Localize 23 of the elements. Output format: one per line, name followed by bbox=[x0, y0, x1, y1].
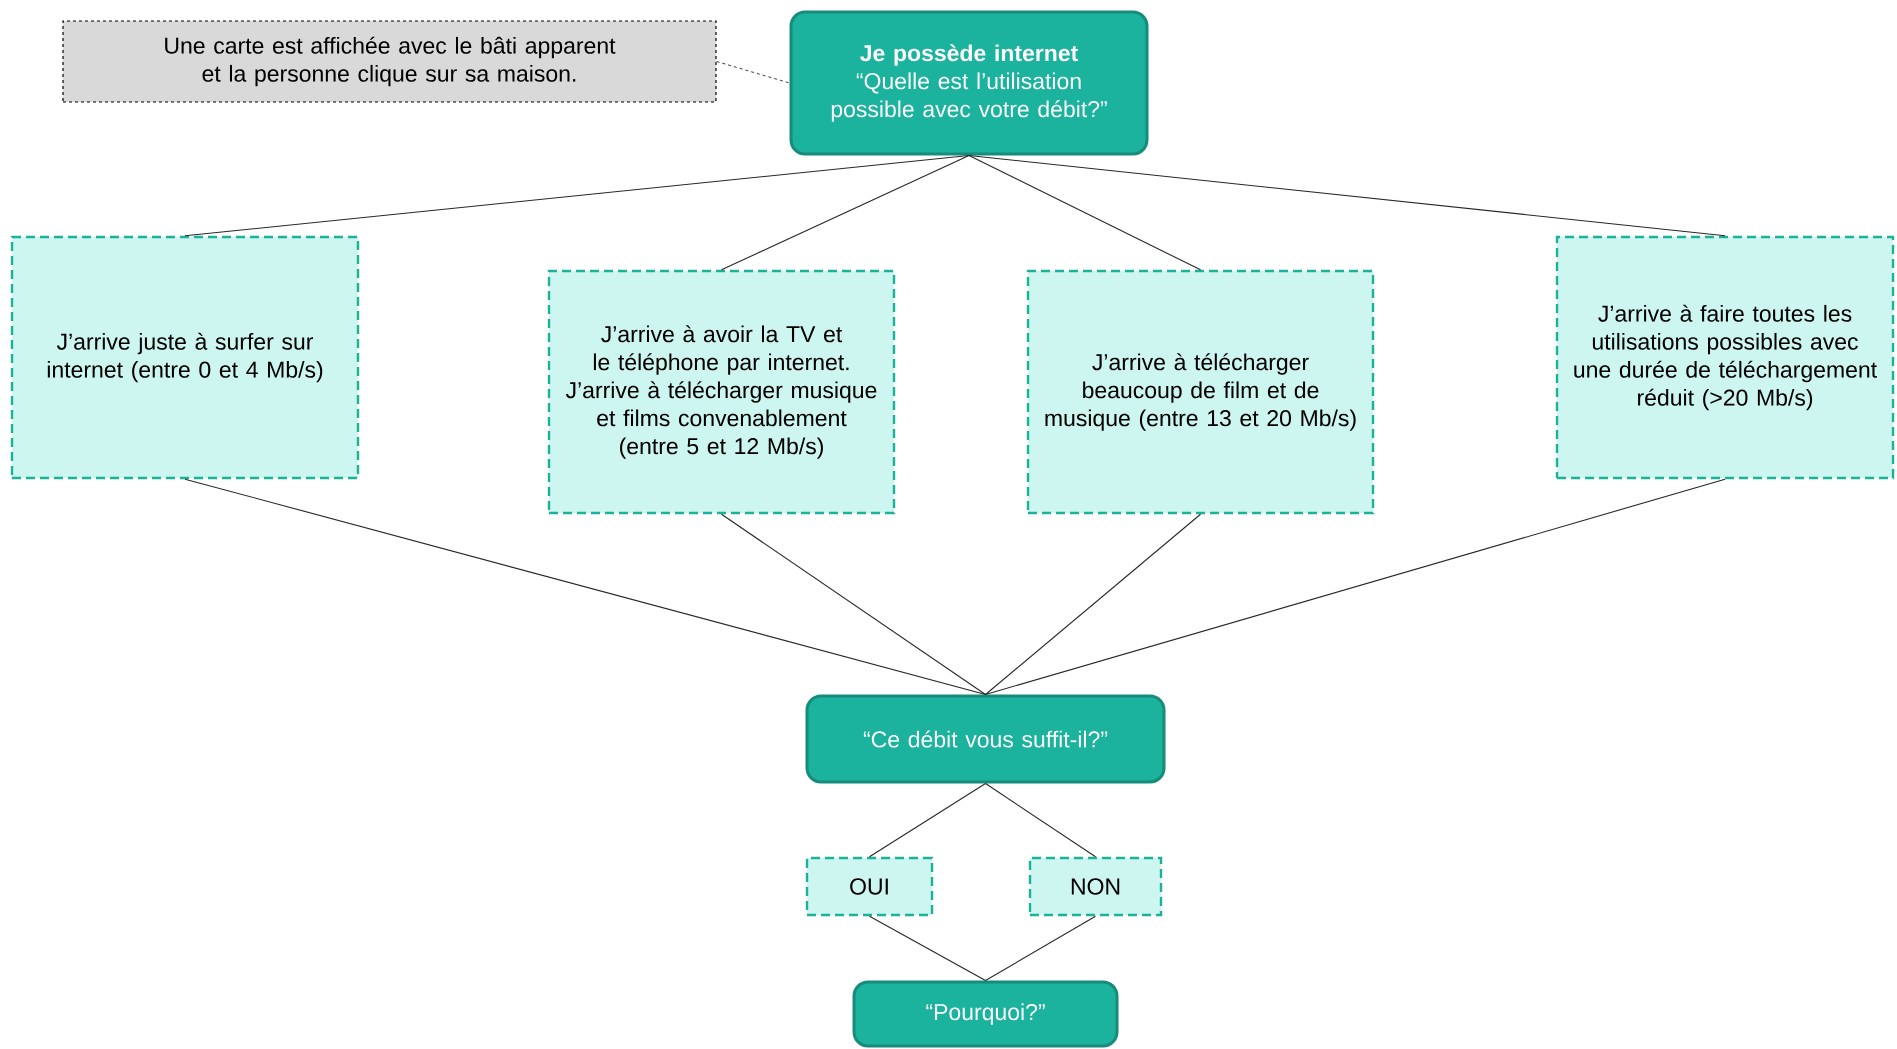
note-box: Une carte est affichée avec le bâti apparent et la personne clique sur sa maison. bbox=[62, 20, 717, 103]
connector-line bbox=[184, 154, 970, 237]
connector-line bbox=[968, 154, 1202, 271]
connector-line bbox=[720, 154, 970, 271]
connector-line bbox=[984, 478, 1726, 696]
question-box: Je possède internet “Quelle est l’utilisation possible avec votre débit?” bbox=[789, 10, 1149, 156]
connector-line bbox=[868, 915, 987, 982]
connector-line bbox=[984, 513, 1202, 696]
answer-box: J’arrive juste à surfer sur internet (entre 0 et 4 Mb/s) bbox=[10, 235, 360, 480]
connector-line bbox=[968, 154, 1726, 237]
connector-line bbox=[984, 782, 1097, 858]
connector-line bbox=[184, 478, 987, 696]
leader-line bbox=[716, 61, 790, 84]
connector-line bbox=[984, 915, 1097, 982]
answer-box: J’arrive à télécharger beaucoup de film et de musique (entre 13 et 20 Mb/s) bbox=[1026, 269, 1375, 515]
answer-box: J’arrive à faire toutes les utilisations possibles avec une durée de téléchargement réduit (>20 Mb/s) bbox=[1555, 235, 1895, 480]
question-box: “Pourquoi?” bbox=[852, 980, 1119, 1048]
answer-box: OUI bbox=[805, 856, 934, 917]
connector-line bbox=[868, 782, 987, 858]
question-box: “Ce débit vous suffit-il?” bbox=[805, 694, 1166, 784]
connector-line bbox=[720, 513, 987, 696]
answer-box: J’arrive à avoir la TV et le téléphone par internet. J’arrive à télécharger musique et films convenablement (entre 5 et 12 Mb/s) bbox=[547, 269, 896, 515]
answer-box: NON bbox=[1028, 856, 1163, 917]
